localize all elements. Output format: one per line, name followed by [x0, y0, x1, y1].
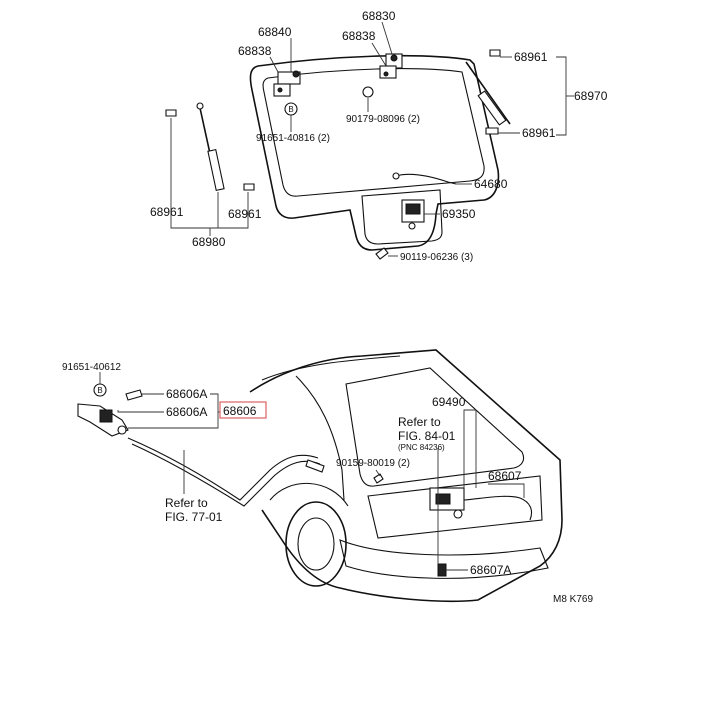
c-pillar [295, 375, 345, 501]
refer-fig84-pnc: (PNC 84236) [398, 443, 445, 452]
back-door-assembly: B [150, 9, 608, 263]
lock-cable-68607 [463, 495, 533, 521]
car-body-outline [249, 349, 563, 603]
part-68838-left: 68838 [238, 44, 272, 58]
part-68961-left: 68961 [150, 205, 184, 219]
opener-cable [127, 437, 319, 501]
car-roof-line [261, 355, 401, 381]
part-68961-top-right: 68961 [514, 50, 548, 64]
refer-fig84-line2: FIG. 84-01 [398, 429, 456, 443]
opener-lever [77, 389, 143, 437]
top-leaders [170, 21, 574, 257]
part-90119: 90119-06236 (3) [400, 252, 473, 263]
back-door-lock-unit [429, 487, 465, 519]
refer-fig77-line1: Refer to [165, 496, 208, 510]
part-68607A: 68607A [470, 563, 511, 577]
part-68961-mid: 68961 [228, 207, 262, 221]
badge-b-bottom: B [97, 386, 102, 395]
rear-bumper [339, 539, 549, 579]
part-68606A-upper: 68606A [166, 387, 207, 401]
part-68830: 68830 [362, 9, 396, 23]
rear-window [345, 367, 525, 487]
screw-90159 [373, 473, 384, 484]
back-door-lock [401, 199, 425, 230]
vehicle-rear-assembly: B [62, 349, 563, 603]
part-68606A-lower: 68606A [166, 405, 207, 419]
lock-cable-64680 [395, 173, 457, 185]
part-91651-bottom: 91651-40612 [62, 362, 121, 373]
part-90159: 90159-80019 (2) [336, 458, 410, 469]
part-68606-highlight [219, 401, 267, 419]
hinge-right [379, 53, 403, 79]
part-68961-bottom-right: 68961 [522, 126, 556, 140]
part-68838-right: 68838 [342, 29, 376, 43]
refer-fig84-line1: Refer to [398, 415, 441, 429]
part-64680: 64680 [474, 177, 508, 191]
lock-plate-outline [361, 189, 443, 245]
part-90179: 90179-08096 (2) [346, 114, 420, 125]
part-68606: 68606 [223, 404, 257, 418]
damper-stay-left [165, 102, 255, 192]
part-69490: 69490 [432, 395, 466, 409]
part-68607: 68607 [488, 469, 522, 483]
part-68970: 68970 [574, 89, 608, 103]
damper-stay-right [465, 49, 511, 135]
screw-90119 [375, 247, 389, 260]
bolt-90179 [362, 86, 374, 98]
refer-fig77-line2: FIG. 77-01 [165, 510, 223, 524]
part-69350: 69350 [442, 207, 476, 221]
bottom-leaders [99, 372, 525, 571]
tailgate-lower [367, 475, 543, 539]
badge-b-top: B [288, 105, 293, 114]
hinge-left [273, 70, 301, 97]
part-68840: 68840 [258, 25, 292, 39]
striker-68607A [437, 563, 447, 577]
rear-wheel [269, 482, 349, 587]
back-door-glass [262, 68, 485, 197]
part-91651-top: 91651-40816 (2) [256, 133, 330, 144]
figure-code: M8 K769 [553, 594, 593, 605]
part-68980: 68980 [192, 235, 226, 249]
